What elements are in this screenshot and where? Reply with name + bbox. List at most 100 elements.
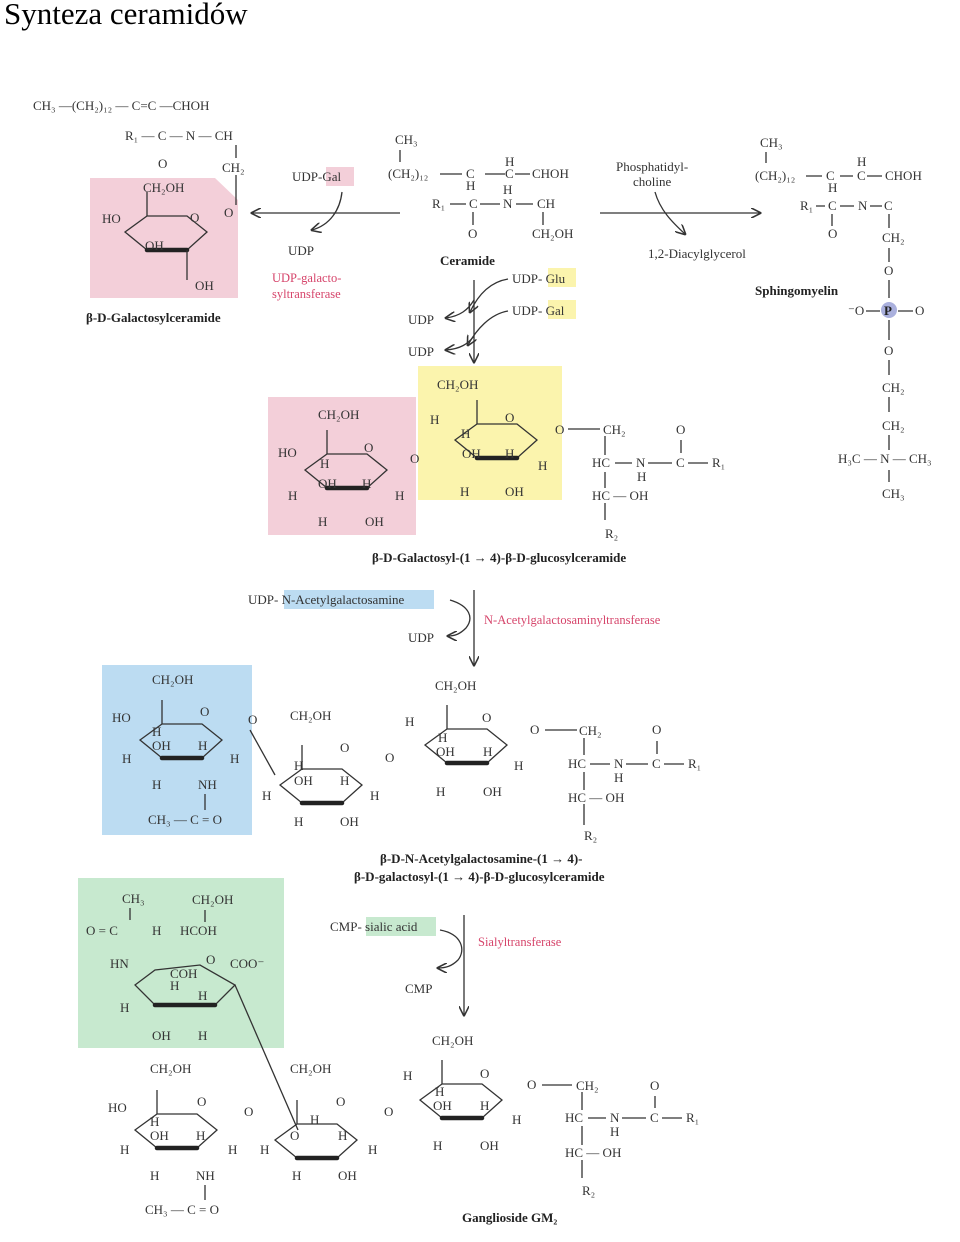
svg-text:C: C: [676, 455, 685, 470]
svg-text:OH: OH: [365, 514, 384, 529]
svg-text:HO: HO: [278, 445, 297, 460]
sphingomyelin-label: Sphingomyelin: [755, 283, 839, 298]
svg-text:H: H: [120, 1142, 129, 1157]
svg-text:H: H: [292, 1168, 301, 1183]
galcer-ch2oh: CH₂OH: [143, 180, 184, 195]
svg-text:O: O: [527, 1077, 536, 1092]
svg-text:H: H: [438, 730, 447, 745]
svg-text:H: H: [150, 1168, 159, 1183]
svg-text:HO: HO: [108, 1100, 127, 1115]
svg-text:OH: OH: [462, 446, 481, 461]
svg-text:CH₃: CH₃: [760, 135, 783, 150]
cmp-sialic-donor: CMP- sialic acid: [330, 919, 418, 934]
galnac-transferase-enzyme: N-Acetylgalactosaminyltransferase: [484, 613, 661, 627]
lactosylceramide-label: β-D-Galactosyl-(1 → 4)-β-D-glucosylceram…: [372, 550, 626, 565]
svg-text:CH₂: CH₂: [603, 422, 626, 437]
svg-text:R₁: R₁: [688, 756, 701, 771]
galcer-oh1: OH: [145, 238, 164, 253]
galcer-ch2: CH₂: [222, 160, 245, 175]
lactosyl-glucose-highlight: [418, 366, 562, 500]
sialyltransferase-enzyme: Sialyltransferase: [478, 935, 562, 949]
svg-text:OH: OH: [433, 1098, 452, 1113]
svg-text:H: H: [318, 514, 327, 529]
svg-text:O: O: [384, 1104, 393, 1119]
svg-text:H: H: [614, 770, 623, 785]
ganglioside-label: Ganglioside GM₂: [462, 1210, 557, 1225]
svg-text:OH: OH: [483, 784, 502, 799]
svg-text:R₁: R₁: [712, 455, 725, 470]
svg-text:CH₂OH: CH₂OH: [152, 672, 193, 687]
svg-text:CH₂: CH₂: [576, 1078, 599, 1093]
ceramide-label: Ceramide: [440, 253, 495, 268]
galnac-acetyl: CH₃ — C = O: [148, 812, 222, 827]
svg-text:H: H: [436, 784, 445, 799]
udp-glu-donor: UDP- Glu: [512, 271, 566, 286]
svg-text:OH: OH: [318, 476, 337, 491]
svg-text:R₁: R₁: [686, 1110, 699, 1125]
svg-text:HC: HC: [568, 756, 586, 771]
galcer-o: O: [158, 156, 167, 171]
ceramide-r1: R₁: [432, 196, 445, 211]
svg-text:H: H: [170, 978, 179, 993]
svg-text:O: O: [480, 1066, 489, 1081]
svg-text:CH₂OH: CH₂OH: [432, 1033, 473, 1048]
cmp-byproduct: CMP: [405, 981, 432, 996]
sialic-link-o: O: [290, 1128, 299, 1143]
svg-text:H: H: [320, 456, 329, 471]
svg-text:HC — OH: HC — OH: [568, 790, 624, 805]
galnac-highlight: [102, 665, 252, 835]
svg-text:H: H: [228, 1142, 237, 1157]
svg-text:HC: HC: [565, 1110, 583, 1125]
ceramide-ch2: (CH₂)₁₂: [388, 166, 428, 181]
svg-text:H: H: [505, 154, 514, 169]
svg-text:OH: OH: [152, 1028, 171, 1043]
svg-text:C: C: [828, 198, 837, 213]
svg-text:H: H: [483, 744, 492, 759]
svg-text:O: O: [828, 226, 837, 241]
galcer-chain: CH₃ —(CH₂)₁₂ — C=C —CHOH: [33, 98, 209, 113]
svg-text:O: O: [248, 712, 257, 727]
svg-text:H: H: [288, 488, 297, 503]
svg-text:O: O: [652, 722, 661, 737]
svg-text:O: O: [482, 710, 491, 725]
svg-text:CH₂OH: CH₂OH: [150, 1061, 191, 1076]
svg-text:CH₂: CH₂: [579, 723, 602, 738]
svg-text:O: O: [676, 422, 685, 437]
svg-text:H: H: [370, 788, 379, 803]
ceramide-ch: CH: [537, 196, 555, 211]
galactosylceramide-label: β-D-Galactosylceramide: [86, 310, 221, 325]
svg-text:CH₂OH: CH₂OH: [437, 377, 478, 392]
svg-text:R₂: R₂: [582, 1183, 595, 1198]
udp-gal-highlight: [548, 300, 576, 319]
galnac-nh: NH: [198, 777, 217, 792]
svg-text:CH₃ — C = O: CH₃ — C = O: [145, 1202, 219, 1217]
sialic-step: CMP- sialic acid CMP Sialyltransferase: [330, 915, 562, 1015]
svg-text:H: H: [294, 814, 303, 829]
svg-text:C: C: [466, 166, 475, 181]
svg-text:H: H: [403, 1068, 412, 1083]
svg-text:NH: NH: [196, 1168, 215, 1183]
svg-text:H: H: [152, 777, 161, 792]
cmp-sialic-highlight: [366, 917, 436, 936]
galcer-r1-line: R₁ — C — N — CH: [125, 128, 233, 143]
svg-text:H: H: [828, 180, 837, 195]
svg-text:CH₂OH: CH₂OH: [318, 407, 359, 422]
svg-text:CH₃: CH₃: [122, 891, 145, 906]
svg-text:H: H: [514, 758, 523, 773]
svg-text:(CH₂)₁₂: (CH₂)₁₂: [755, 168, 795, 183]
svg-text:H: H: [637, 469, 646, 484]
ceramide-ch3: CH₃: [395, 132, 418, 147]
galcer-ho: HO: [102, 211, 121, 226]
svg-text:CH₂: CH₂: [882, 230, 905, 245]
svg-text:H: H: [122, 751, 131, 766]
svg-text:OH: OH: [340, 814, 359, 829]
svg-text:H: H: [461, 426, 470, 441]
svg-text:HC: HC: [592, 455, 610, 470]
svg-text:O: O: [505, 410, 514, 425]
svg-text:⁻O: ⁻O: [848, 303, 864, 318]
sphingomyelin-step: Phosphatidyl- choline 1,2-Diacylglycerol: [600, 159, 760, 261]
svg-text:H: H: [294, 758, 303, 773]
udp-byproduct-1: UDP: [408, 312, 434, 327]
svg-text:H: H: [460, 484, 469, 499]
